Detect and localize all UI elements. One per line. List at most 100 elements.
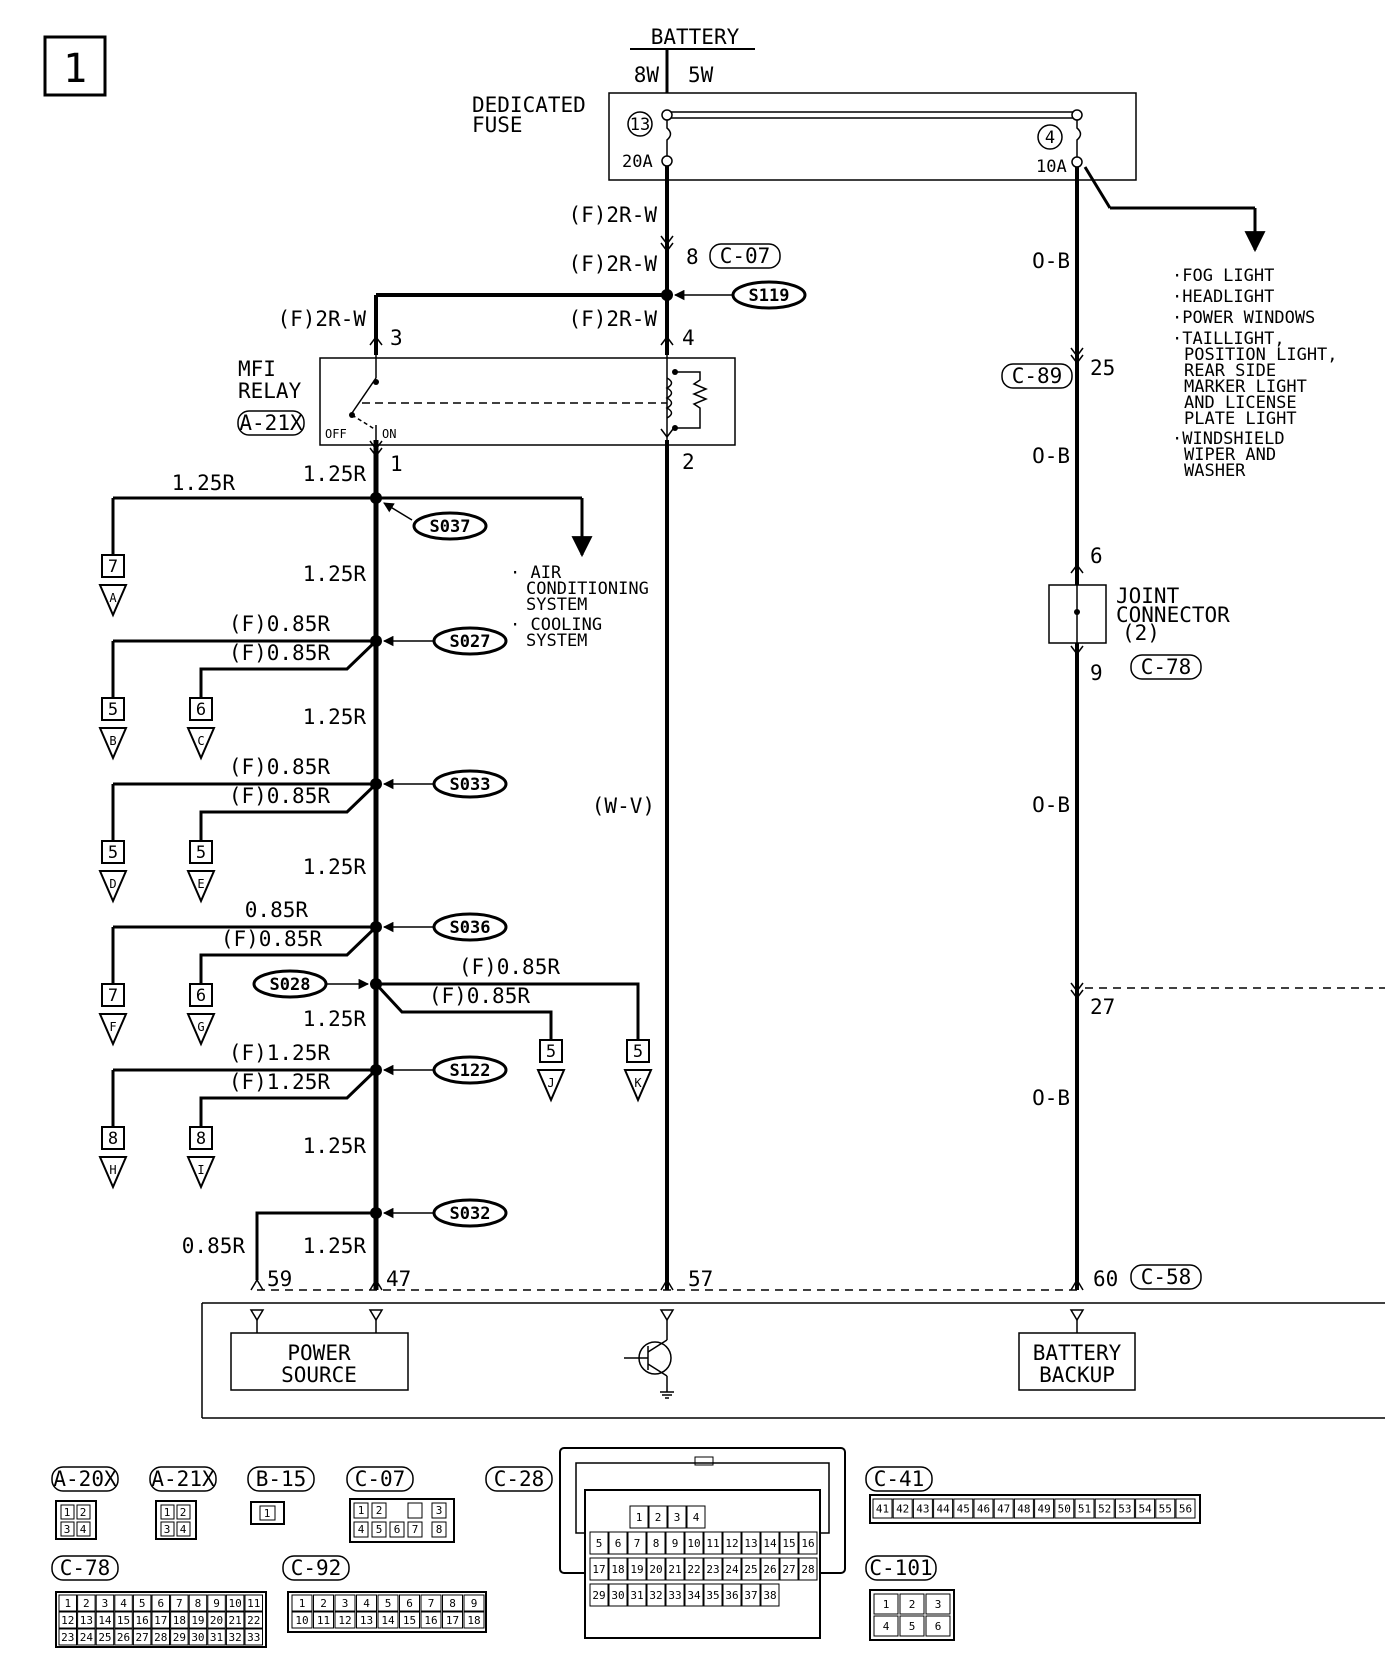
legend-c28-label: C-28 xyxy=(494,1467,545,1491)
fuse-dest-item-4: POSITION LIGHT, xyxy=(1184,345,1338,365)
legend-a21x-pin-1: 1 xyxy=(164,1506,171,1519)
relay-label-line2: RELAY xyxy=(238,379,302,403)
splice-callouts xyxy=(326,289,733,1219)
legend-c78-pin-20: 20 xyxy=(210,1614,223,1627)
legend-b15: B-15 1 xyxy=(247,1466,315,1525)
legend-c78-pin-31: 31 xyxy=(210,1631,223,1644)
legend-c92-pin-16: 16 xyxy=(424,1614,437,1627)
legend-c41-pin-53: 53 xyxy=(1118,1503,1131,1516)
legend-c41-pin-48: 48 xyxy=(1017,1503,1030,1516)
wire-lines xyxy=(257,166,1385,1291)
relay-dest-item-4: SYSTEM xyxy=(526,631,587,651)
legend-c07-pin-8: 8 xyxy=(436,1523,443,1536)
fuse-dest-item-10: WIPER AND xyxy=(1184,445,1276,465)
legend-c07-label: C-07 xyxy=(355,1467,406,1491)
fuse-destinations: ·FOG LIGHT ·HEADLIGHT ·POWER WINDOWS ·TA… xyxy=(1172,266,1338,481)
legend-c41-pin-52: 52 xyxy=(1098,1503,1111,1516)
legend-c41-pin-47: 47 xyxy=(997,1503,1010,1516)
battery-label: BATTERY xyxy=(651,25,740,49)
legend-c28-pin-11: 11 xyxy=(706,1537,719,1550)
terminal-a: 7 A xyxy=(98,554,128,618)
legend-c92-pin-14: 14 xyxy=(381,1614,395,1627)
pin-60: 60 xyxy=(1093,1267,1118,1291)
legend-c101-pin-3: 3 xyxy=(935,1598,942,1611)
page-number-box: 1 xyxy=(43,35,107,97)
legend-c28-pin-8: 8 xyxy=(653,1537,660,1550)
fuse-b-rating: 10A xyxy=(1036,157,1067,177)
legend-c28-pin-25: 25 xyxy=(744,1563,757,1576)
fuse-dest-item-2: ·POWER WINDOWS xyxy=(1172,308,1315,328)
legend-c41-pin-55: 55 xyxy=(1159,1503,1172,1516)
legend-c92-pin-7: 7 xyxy=(428,1597,435,1610)
legend-c28-pin-2: 2 xyxy=(655,1511,662,1524)
legend-c28-pin-14: 14 xyxy=(763,1537,777,1550)
pin-numbers: 8 3 4 1 2 25 6 9 27 59 47 57 60 xyxy=(267,245,1118,1291)
splice-s032: S032 xyxy=(450,1204,491,1224)
branch-label-f085r-k: (F)0.85R xyxy=(459,955,561,979)
relay-dest-item-3: · COOLING xyxy=(510,615,602,635)
legend-c28-pin-17: 17 xyxy=(592,1563,605,1576)
terminal-f: 7 F xyxy=(98,983,128,1047)
legend-c101-pin-6: 6 xyxy=(935,1620,942,1633)
legend-c07-pin-4: 4 xyxy=(358,1523,365,1536)
terminal-d: 5 D xyxy=(98,840,128,904)
pin-3: 3 xyxy=(390,326,403,350)
relay-dest-item-1: CONDITIONING xyxy=(526,579,649,599)
legend-a20x: A-20X 1 2 3 4 xyxy=(51,1466,119,1540)
legend-c28-pin-26: 26 xyxy=(763,1563,776,1576)
main-label-125r-1: 1.25R xyxy=(303,462,367,486)
fuse-dest-item-1: ·HEADLIGHT xyxy=(1172,287,1274,307)
terminal-g-letter: G xyxy=(197,1020,204,1034)
main-label-125r-7: 1.25R xyxy=(303,1234,367,1258)
legend-c41-label: C-41 xyxy=(874,1467,925,1491)
pin-2: 2 xyxy=(682,450,695,474)
legend-c92-pin-6: 6 xyxy=(406,1597,413,1610)
fuse-dest-item-8: PLATE LIGHT xyxy=(1184,409,1297,429)
terminal-k-pin: 5 xyxy=(633,1042,643,1062)
relay-on-label: ON xyxy=(382,427,396,441)
battery: BATTERY 8W 5W xyxy=(630,25,755,93)
legend-c78-pin-14: 14 xyxy=(98,1614,112,1627)
legend-a20x-pin-4: 4 xyxy=(80,1523,87,1536)
legend-c28-pin-34: 34 xyxy=(687,1589,701,1602)
legend-c78-pin-29: 29 xyxy=(173,1631,186,1644)
engine-ecu: POWER SOURCE BATTERY BACKUP xyxy=(201,1302,1385,1419)
fuse-dest-item-0: ·FOG LIGHT xyxy=(1172,266,1274,286)
legend-c78-pin-11: 11 xyxy=(247,1597,260,1610)
legend-c92-label: C-92 xyxy=(291,1556,342,1580)
legend-c28-pin-15: 15 xyxy=(782,1537,795,1550)
fuse-dest-item-7: AND LICENSE xyxy=(1184,393,1297,413)
mfi-relay: MFI RELAY A-21X OFF ON xyxy=(237,355,736,446)
fuse-label-line2: FUSE xyxy=(472,113,523,137)
terminal-j: 5 J xyxy=(536,1039,566,1103)
branch-terminals: 7 A 5 B 6 C 5 D 5 E xyxy=(98,554,653,1190)
terminal-a-letter: A xyxy=(109,591,117,605)
terminal-f-letter: F xyxy=(109,1020,116,1034)
splice-s122: S122 xyxy=(450,1061,491,1081)
legend-c92-pin-5: 5 xyxy=(385,1597,392,1610)
legend-a21x-pin-2: 2 xyxy=(180,1506,187,1519)
legend-c28-pin-36: 36 xyxy=(725,1589,738,1602)
legend-c28-pin-20: 20 xyxy=(649,1563,662,1576)
legend-c92-pin-4: 4 xyxy=(363,1597,370,1610)
pin-1: 1 xyxy=(390,452,403,476)
legend-c78-pin-16: 16 xyxy=(136,1614,149,1627)
wire-label-2rw-1: (F)2R-W xyxy=(568,203,657,227)
connector-legend: A-20X 1 2 3 4 A-21X 1 2 3 4 B-15 xyxy=(51,1447,1201,1648)
joint-connector-line3: (2) xyxy=(1122,621,1160,645)
legend-c07-pin-6: 6 xyxy=(394,1523,401,1536)
terminal-f-pin: 7 xyxy=(108,986,118,1006)
branch-label-f085r-e: (F)0.85R xyxy=(229,784,331,808)
legend-c78-label: C-78 xyxy=(60,1556,111,1580)
fuse-label-line1: DEDICATED xyxy=(472,93,586,117)
legend-c28-pin-24: 24 xyxy=(725,1563,739,1576)
legend-c92-pin-12: 12 xyxy=(338,1614,351,1627)
legend-c78-pin-30: 30 xyxy=(191,1631,204,1644)
terminal-b-letter: B xyxy=(109,734,116,748)
legend-c41-pin-51: 51 xyxy=(1078,1503,1091,1516)
legend-a20x-label: A-20X xyxy=(53,1467,117,1491)
